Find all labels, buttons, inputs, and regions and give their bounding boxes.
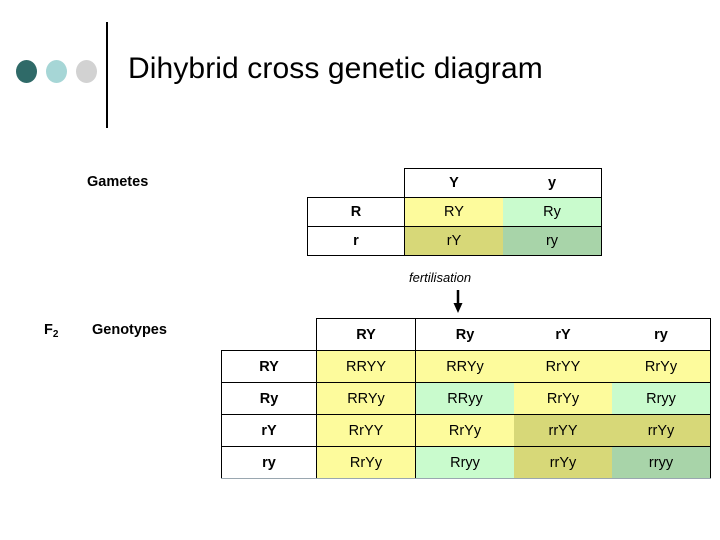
genotypes-corner-cell bbox=[221, 318, 317, 351]
bullet-dot-icon-1 bbox=[16, 60, 37, 83]
table-row: RY RRYY RRYy RrYY RrYy bbox=[221, 350, 711, 383]
genotypes-col-header-2: rY bbox=[514, 318, 612, 351]
table-row: Y y bbox=[307, 168, 602, 198]
genotypes-cell-3-2: rrYy bbox=[514, 446, 612, 479]
page-title: Dihybrid cross genetic diagram bbox=[128, 52, 543, 85]
genotypes-cell-2-2: rrYY bbox=[514, 414, 612, 447]
gametes-col-header-0: Y bbox=[404, 168, 503, 198]
gametes-cell-1-0: rY bbox=[404, 226, 503, 256]
genotypes-cell-1-1: RRyy bbox=[415, 382, 514, 415]
genotypes-row-header-1: Ry bbox=[221, 382, 317, 415]
fertilisation-note: fertilisation bbox=[409, 270, 472, 285]
genotypes-cell-0-3: RrYy bbox=[612, 350, 711, 383]
gametes-cell-0-0: RY bbox=[404, 197, 503, 227]
slide-title-bar: Dihybrid cross genetic diagram bbox=[0, 0, 720, 150]
genotypes-row-header-0: RY bbox=[221, 350, 317, 383]
genotypes-cell-2-0: RrYY bbox=[316, 414, 416, 447]
genotypes-cell-0-2: RrYY bbox=[514, 350, 612, 383]
gametes-cell-1-1: ry bbox=[503, 226, 602, 256]
genotypes-punnett-table: RY Ry rY ry RY RRYY RRYy RrYY RrYy Ry RR… bbox=[221, 318, 711, 479]
genotypes-cell-3-3: rryy bbox=[612, 446, 711, 479]
genotypes-cell-0-0: RRYY bbox=[316, 350, 416, 383]
bullet-dot-icon-3 bbox=[76, 60, 97, 83]
genotypes-row-header-3: ry bbox=[221, 446, 317, 479]
genotypes-cell-0-1: RRYy bbox=[415, 350, 514, 383]
title-vertical-rule bbox=[106, 22, 108, 128]
gametes-col-header-1: y bbox=[503, 168, 602, 198]
genotypes-cell-2-3: rrYy bbox=[612, 414, 711, 447]
gametes-cell-0-1: Ry bbox=[503, 197, 602, 227]
genotypes-cell-2-1: RrYy bbox=[415, 414, 514, 447]
genotypes-cell-1-0: RRYy bbox=[316, 382, 416, 415]
genotypes-cell-3-1: Rryy bbox=[415, 446, 514, 479]
genotypes-label: Genotypes bbox=[92, 322, 167, 338]
down-arrow-icon bbox=[453, 290, 463, 313]
f2-generation-subscript: 2 bbox=[52, 329, 59, 340]
gametes-row-header-1: r bbox=[307, 226, 405, 256]
table-row: rY RrYY RrYy rrYY rrYy bbox=[221, 414, 711, 447]
genotypes-cell-1-3: Rryy bbox=[612, 382, 711, 415]
table-row: ry RrYy Rryy rrYy rryy bbox=[221, 446, 711, 479]
gametes-corner-cell bbox=[307, 168, 405, 198]
table-row: r rY ry bbox=[307, 226, 602, 256]
table-row: Ry RRYy RRyy RrYy Rryy bbox=[221, 382, 711, 415]
f2-generation-label: F2 bbox=[44, 322, 59, 340]
genotypes-col-header-3: ry bbox=[612, 318, 711, 351]
gametes-row-header-0: R bbox=[307, 197, 405, 227]
table-row: RY Ry rY ry bbox=[221, 318, 711, 351]
gametes-punnett-table: Y y R RY Ry r rY ry bbox=[307, 168, 602, 256]
genotypes-col-header-0: RY bbox=[316, 318, 416, 351]
bullet-dot-icon-2 bbox=[46, 60, 67, 83]
genotypes-cell-1-2: RrYy bbox=[514, 382, 612, 415]
table-row: R RY Ry bbox=[307, 197, 602, 227]
gametes-label: Gametes bbox=[87, 174, 149, 190]
genotypes-row-header-2: rY bbox=[221, 414, 317, 447]
genotypes-cell-3-0: RrYy bbox=[316, 446, 416, 479]
genotypes-col-header-1: Ry bbox=[415, 318, 514, 351]
f2-generation-letter: F bbox=[44, 322, 53, 338]
